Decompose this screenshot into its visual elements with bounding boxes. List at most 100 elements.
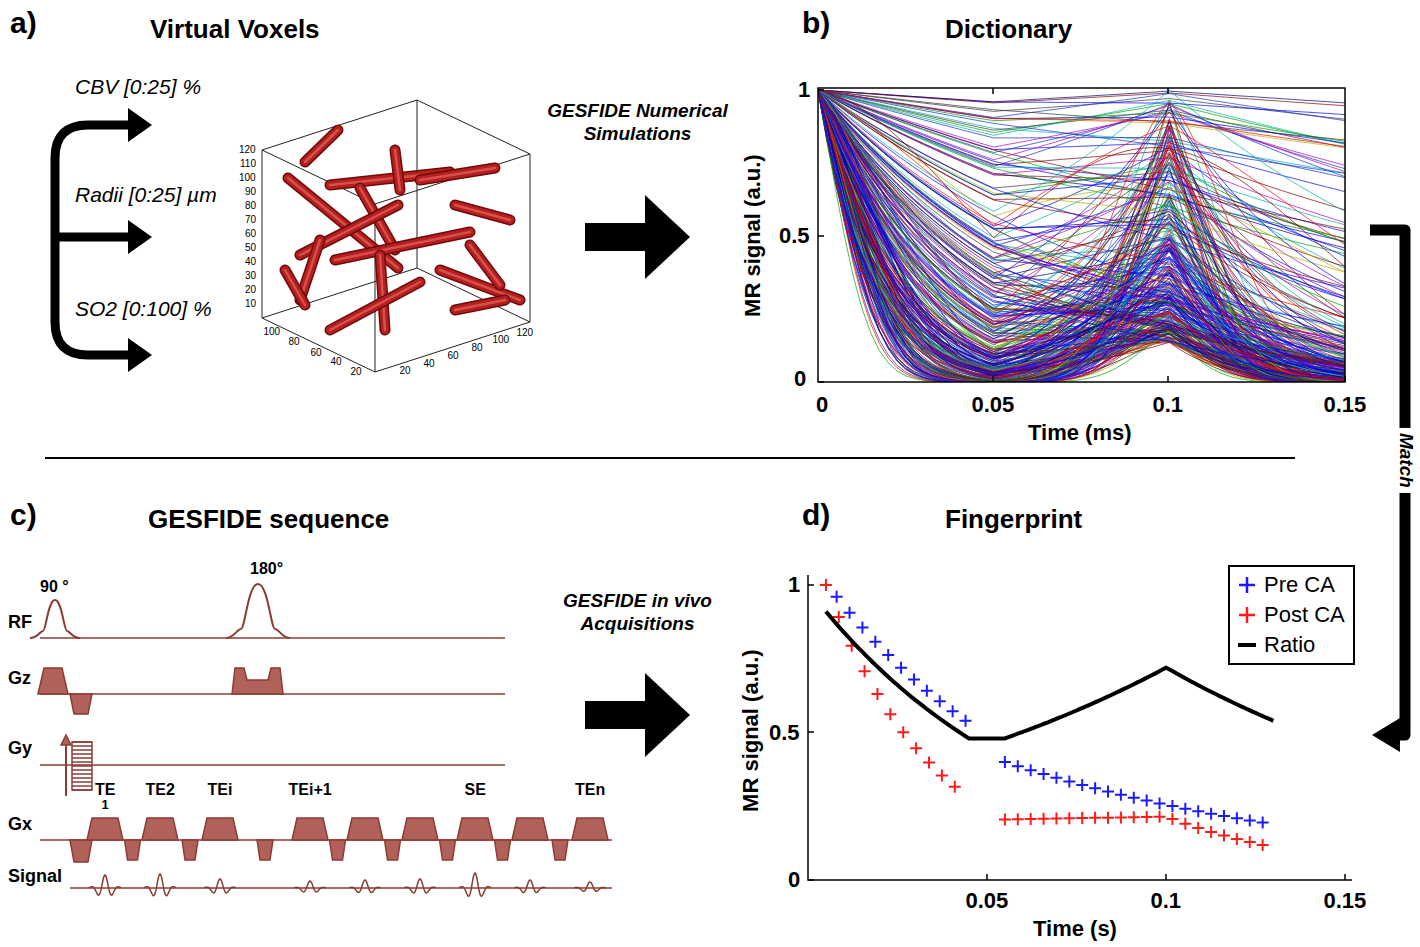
data-marker bbox=[1231, 833, 1243, 845]
dictionary-curve bbox=[818, 90, 1345, 382]
dictionary-curve bbox=[818, 90, 1345, 382]
drawing-part bbox=[262, 150, 263, 318]
dictionary-curve bbox=[818, 90, 1345, 381]
readout-lobe bbox=[457, 818, 493, 840]
dictionary-curve bbox=[818, 90, 1345, 382]
data-marker bbox=[999, 814, 1011, 826]
dictionary-curve bbox=[818, 90, 1345, 373]
figure-panel: a)Virtual Voxels bbox=[0, 0, 575, 440]
drawing-part bbox=[40, 764, 505, 766]
dictionary-curve bbox=[818, 90, 1345, 378]
vessel-cylinder bbox=[395, 150, 400, 190]
figure-label: Time (ms) bbox=[1028, 420, 1132, 445]
figure-label: 0.1 bbox=[1153, 392, 1184, 417]
dictionary-curve bbox=[818, 90, 1345, 381]
phase-step bbox=[72, 785, 92, 787]
legend-text: Ratio bbox=[1264, 632, 1315, 658]
tick-label: 100 bbox=[239, 172, 256, 184]
dictionary-curve bbox=[818, 90, 1345, 381]
dictionary-curve bbox=[818, 90, 1345, 377]
drawing-part bbox=[70, 840, 92, 862]
dictionary-curve bbox=[818, 90, 1345, 377]
dictionary-curve bbox=[818, 90, 1345, 382]
data-marker bbox=[1050, 772, 1062, 784]
figure-label: 0.1 bbox=[1151, 888, 1182, 913]
dictionary-curve bbox=[818, 90, 1345, 363]
dictionary-curve bbox=[818, 90, 1345, 382]
phase-step bbox=[72, 765, 92, 767]
vessel-cylinder bbox=[395, 150, 400, 190]
dictionary-curve bbox=[818, 90, 1345, 382]
figure-label: RF bbox=[8, 612, 32, 633]
data-marker bbox=[947, 705, 959, 717]
dictionary-curve bbox=[818, 90, 1345, 382]
legend-row: Ratio bbox=[1234, 630, 1345, 660]
dictionary-curve bbox=[818, 90, 1345, 378]
drawing-part bbox=[40, 637, 505, 639]
plot-axes bbox=[808, 575, 1352, 880]
vessel-cylinder bbox=[285, 270, 305, 305]
dictionary-curve bbox=[818, 90, 1345, 379]
drawing-part bbox=[226, 584, 290, 638]
pulse-sequence bbox=[30, 584, 612, 896]
dictionary-curve bbox=[818, 90, 1345, 382]
data-marker bbox=[921, 685, 933, 697]
data-marker bbox=[856, 622, 868, 634]
data-marker bbox=[1141, 811, 1153, 823]
phase-step bbox=[72, 769, 92, 771]
data-marker bbox=[936, 769, 948, 781]
phase-step bbox=[72, 781, 92, 783]
dictionary-curve bbox=[818, 90, 1345, 382]
block-arrow bbox=[585, 673, 690, 757]
panel-letter: d) bbox=[802, 498, 830, 532]
tick-label: 20 bbox=[351, 366, 362, 378]
flow-arrow bbox=[585, 195, 690, 279]
dictionary-curve bbox=[818, 90, 1345, 366]
dictionary-curve bbox=[818, 90, 1345, 382]
dictionary-curve bbox=[818, 90, 1345, 382]
dictionary-curve bbox=[818, 90, 1345, 381]
figure-label: TEn bbox=[575, 781, 605, 799]
legend-marker bbox=[1239, 577, 1255, 593]
data-marker bbox=[1154, 797, 1166, 809]
tick-label: 20 bbox=[400, 365, 411, 377]
data-marker bbox=[1089, 782, 1101, 794]
dictionary-curve bbox=[818, 90, 1345, 382]
plot-frame bbox=[818, 88, 1345, 382]
figure-label: TEi+1 bbox=[289, 781, 332, 799]
dictionary-curve bbox=[818, 90, 1345, 211]
data-marker bbox=[1038, 813, 1050, 825]
dictionary-curve bbox=[818, 90, 1345, 144]
figure-label: 0 bbox=[788, 867, 800, 892]
data-marker bbox=[1128, 792, 1140, 804]
dictionary-curve bbox=[818, 90, 1345, 381]
tick-label: 30 bbox=[245, 270, 256, 282]
tick-label: 80 bbox=[245, 200, 256, 212]
phase-step bbox=[72, 753, 92, 755]
dictionary-curve bbox=[818, 90, 1345, 382]
voxel-cube bbox=[262, 100, 530, 372]
legend-marker bbox=[1238, 643, 1256, 647]
data-marker bbox=[820, 579, 832, 591]
dictionary-curve bbox=[818, 90, 1345, 367]
vessel-cylinders bbox=[285, 130, 520, 330]
data-marker bbox=[1192, 805, 1204, 817]
tick-label: 100 bbox=[264, 326, 281, 338]
panel-title: Fingerprint bbox=[945, 504, 1082, 535]
dictionary-curve bbox=[818, 90, 1345, 229]
vessel-cylinder bbox=[420, 168, 495, 180]
tick-label: 80 bbox=[472, 342, 483, 354]
plot-legend: Pre CAPost CARatio bbox=[1228, 565, 1355, 665]
data-marker bbox=[884, 708, 896, 720]
drawing-part bbox=[30, 600, 80, 638]
drawing-part bbox=[128, 108, 152, 142]
dictionary-curve bbox=[818, 90, 1345, 382]
echo-signal bbox=[514, 880, 546, 892]
data-marker bbox=[908, 674, 920, 686]
figure-label: 1 bbox=[798, 77, 810, 102]
drawing-part bbox=[808, 575, 1352, 880]
vessel-cylinder bbox=[305, 130, 338, 162]
panel-letter: b) bbox=[802, 6, 830, 40]
dictionary-curve bbox=[818, 90, 1345, 380]
figure-label: 0.05 bbox=[972, 392, 1015, 417]
